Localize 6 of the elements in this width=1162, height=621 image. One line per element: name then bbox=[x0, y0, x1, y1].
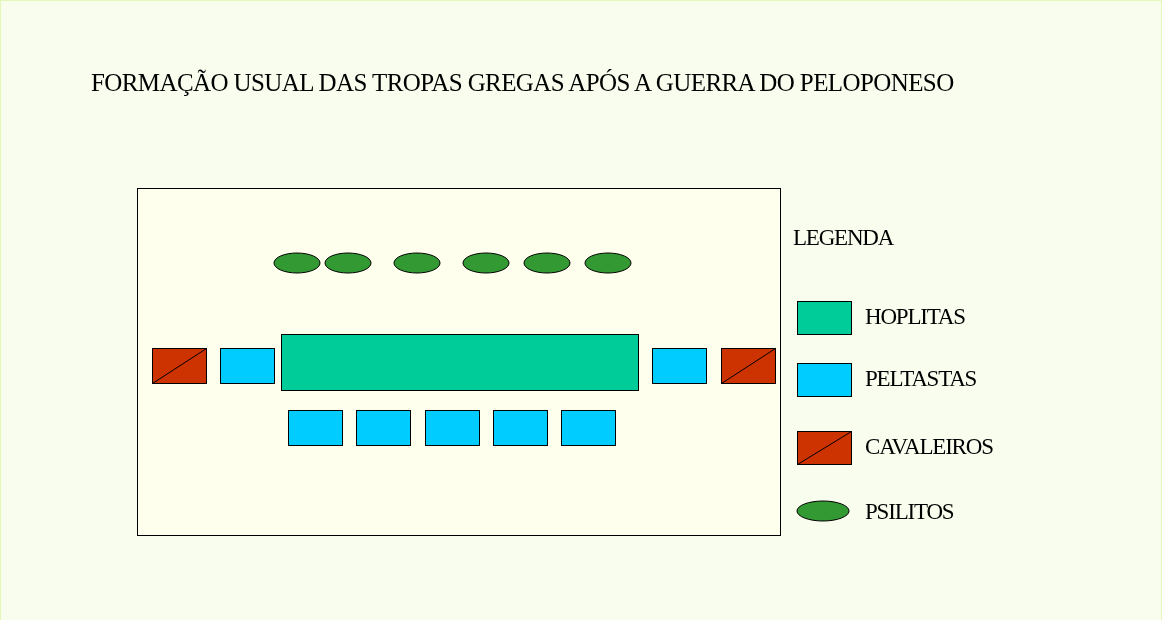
legend-heading: LEGENDA bbox=[793, 225, 894, 251]
legend-label: PELTASTAS bbox=[865, 366, 977, 392]
diagram-title: FORMAÇÃO USUAL DAS TROPAS GREGAS APÓS A GUERRA DO PELOPONESO bbox=[91, 69, 954, 97]
legend-label: PSILITOS bbox=[865, 499, 954, 525]
legend-label: CAVALEIROS bbox=[865, 434, 993, 460]
legend-label: HOPLITAS bbox=[865, 304, 965, 330]
